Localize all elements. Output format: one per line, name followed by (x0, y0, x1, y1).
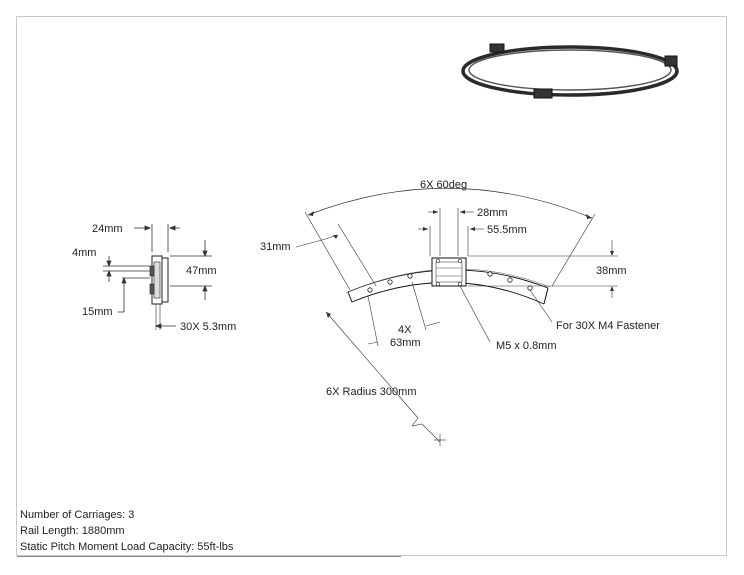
rail-width-label: 24mm (92, 223, 123, 235)
rail-length-text: Rail Length: 1880mm (20, 525, 125, 537)
rail-base-label: 15mm (82, 306, 113, 318)
rail-holes-label: 30X 5.3mm (180, 321, 236, 333)
pitch-length-label: 63mm (390, 337, 421, 349)
carriage-count-text: Number of Carriages: 3 (20, 509, 135, 521)
isometric-ring-view (461, 43, 679, 99)
radius-label: 6X Radius 300mm (326, 386, 417, 398)
title-block-rule (17, 556, 401, 557)
thread-label: M5 x 0.8mm (496, 340, 557, 352)
rail-section-view (103, 224, 212, 330)
rail-step-label: 4mm (72, 247, 96, 259)
fastener-note-label: For 30X M4 Fastener (556, 320, 660, 332)
bolt-spacing-a-label: 28mm (477, 207, 508, 219)
rail-height-label: 47mm (186, 265, 217, 277)
carriage-height-label: 38mm (596, 265, 627, 277)
drawing-frame (16, 16, 727, 556)
angle-label: 6X 60deg (420, 179, 467, 191)
curved-rail-plan-view (295, 187, 618, 446)
bolt-spacing-b-label: 55.5mm (487, 224, 527, 236)
pitch-count-label: 4X (398, 324, 412, 336)
load-capacity-text: Static Pitch Moment Load Capacity: 55ft-… (20, 541, 234, 553)
arc-offset-label: 31mm (260, 241, 291, 253)
